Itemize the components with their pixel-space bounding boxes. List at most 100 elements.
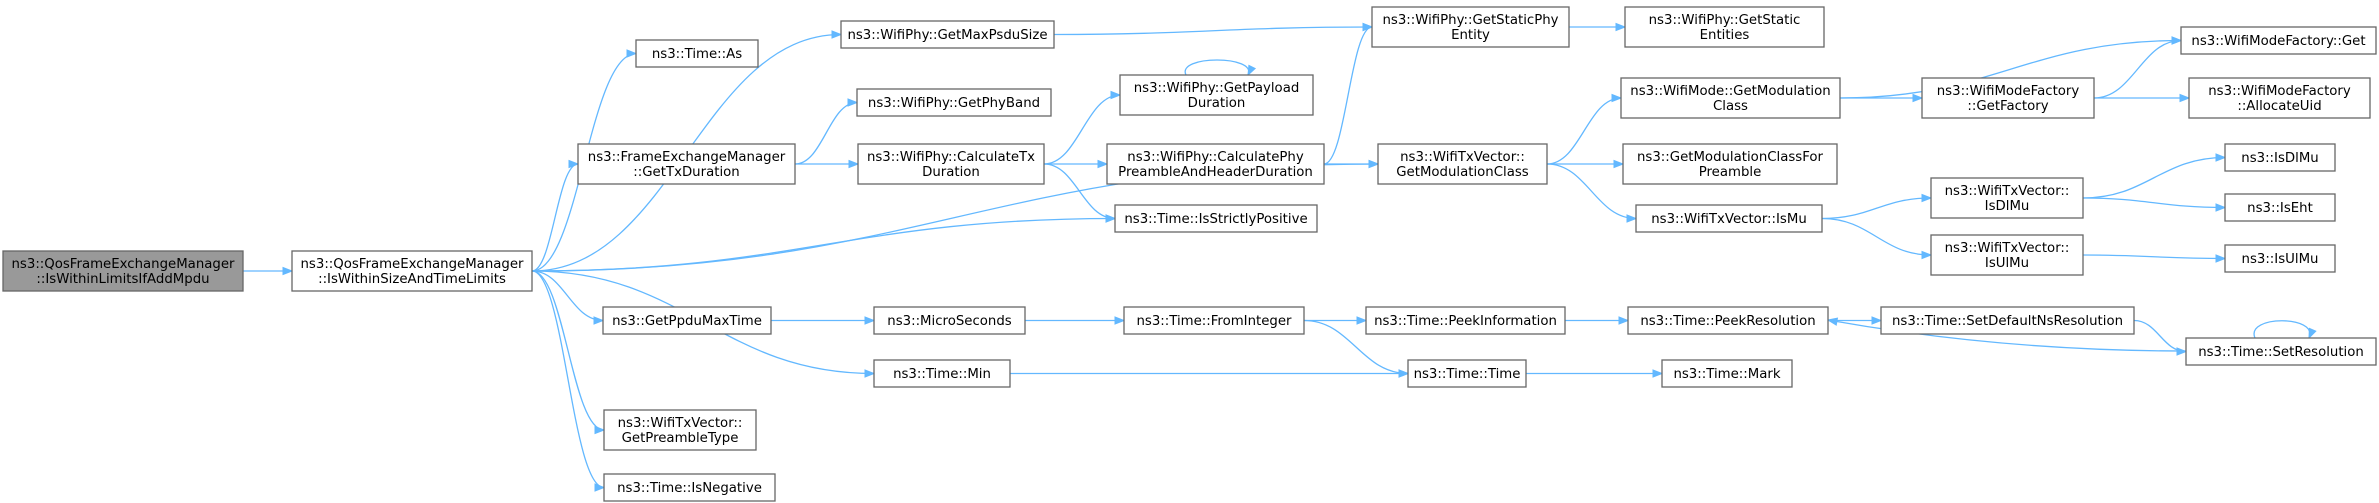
edge-peekRes-to-setDefault-arrowhead (1871, 316, 1883, 325)
node-calcPreamble-label-1: PreambleAndHeaderDuration (1118, 165, 1313, 180)
node-iwstl[interactable]: ns3::QosFrameExchangeManager::IsWithinSi… (291, 250, 533, 292)
node-modeGetMod-label-1: Class (1713, 99, 1748, 114)
edge-getModClass-to-isMu-arrowhead (1626, 214, 1638, 223)
node-peekRes-box (1627, 306, 1829, 335)
node-calcPreamble[interactable]: ns3::WifiPhy::CalculatePhyPreambleAndHea… (1106, 143, 1325, 185)
node-mark[interactable]: ns3::Time::Mark (1661, 359, 1793, 388)
node-calcTx-label-1: Duration (922, 165, 980, 180)
node-factGet-label-0: ns3::WifiModeFactory::Get (2191, 34, 2365, 49)
node-peekInfo[interactable]: ns3::Time::PeekInformation (1365, 306, 1566, 335)
node-setRes-box (2185, 337, 2377, 366)
node-allocUid[interactable]: ns3::WifiModeFactory::AllocateUid (2188, 77, 2371, 119)
edge-calcPreamble-to-getStaticPhy-arrowhead (1362, 22, 1374, 32)
node-isNeg[interactable]: ns3::Time::IsNegative (603, 473, 776, 502)
node-getPhyBand[interactable]: ns3::WifiPhy::GetPhyBand (856, 88, 1052, 117)
edge-fem-to-getPhyBand (794, 101, 858, 165)
node-txIsDlMu[interactable]: ns3::WifiTxVector::IsDlMu (1930, 177, 2084, 219)
node-timeMin-label-0: ns3::Time::Min (893, 367, 991, 382)
node-getPreamble[interactable]: ns3::WifiTxVector::GetPreambleType (603, 409, 757, 451)
node-isEht-box (2224, 193, 2336, 222)
node-getPhyBand-label-0: ns3::WifiPhy::GetPhyBand (868, 96, 1040, 111)
node-fem-label-1: ::GetTxDuration (633, 165, 739, 180)
edge-setDefault-to-setRes (2133, 319, 2187, 353)
node-fem-label-0: ns3::FrameExchangeManager (588, 150, 786, 165)
node-getMaxPsdu[interactable]: ns3::WifiPhy::GetMaxPsduSize (840, 20, 1055, 49)
node-isMu-box (1635, 204, 1823, 233)
edge-calcTx-to-isStrict (1043, 163, 1116, 220)
node-getModClass[interactable]: ns3::WifiTxVector::GetModulationClass (1377, 143, 1548, 185)
node-txIsUlMu-label-1: IsUlMu (1985, 256, 2029, 271)
node-getStaticPhy-label-1: Entity (1451, 28, 1490, 43)
node-factGet[interactable]: ns3::WifiModeFactory::Get (2180, 26, 2377, 55)
edge-iwstl-to-getPreamble-arrowhead (594, 425, 606, 435)
node-setRes[interactable]: ns3::Time::SetResolution (2185, 337, 2377, 366)
node-txIsUlMu[interactable]: ns3::WifiTxVector::IsUlMu (1930, 234, 2084, 276)
edge-root-to-iwstl-arrowhead (282, 266, 294, 276)
node-allocUid-box (2188, 77, 2371, 119)
node-txIsUlMu-box (1930, 234, 2084, 276)
edge-calcPreamble-to-getModClass-arrowhead (1368, 159, 1380, 169)
edge-getPpdu-to-micro-arrowhead (864, 316, 876, 325)
node-fem-box (577, 143, 796, 185)
node-timeAs[interactable]: ns3::Time::As (635, 39, 759, 68)
node-isDlMu[interactable]: ns3::IsDlMu (2224, 143, 2336, 172)
node-fromInt[interactable]: ns3::Time::FromInteger (1123, 306, 1305, 335)
node-isUlMu[interactable]: ns3::IsUlMu (2224, 244, 2336, 273)
node-getModClass-box (1377, 143, 1548, 185)
node-getPreamble-box (603, 409, 757, 451)
node-peekInfo-label-0: ns3::Time::PeekInformation (1374, 314, 1557, 329)
edge-iwstl-to-isNeg-arrowhead (594, 483, 606, 492)
node-getStaticPhyEnt-label-1: Entities (1700, 28, 1750, 43)
node-isMu-label-0: ns3::WifiTxVector::IsMu (1651, 212, 1807, 227)
edge-iwstl-to-getMaxPsdu-arrowhead (831, 30, 843, 39)
node-allocUid-label-0: ns3::WifiModeFactory (2208, 84, 2351, 99)
node-iwstl-label-1: ::IsWithinSizeAndTimeLimits (318, 272, 506, 287)
edge-getModClass-to-modeGetMod (1546, 97, 1622, 165)
node-txIsDlMu-box (1930, 177, 2084, 219)
node-root[interactable]: ns3::QosFrameExchangeManager::IsWithinLi… (2, 250, 244, 292)
node-getFactory[interactable]: ns3::WifiModeFactory::GetFactory (1921, 77, 2095, 119)
node-modeGetMod-label-0: ns3::WifiMode::GetModulation (1630, 84, 1830, 99)
edge-fem-to-calcTx-arrowhead (848, 159, 860, 169)
node-getFactory-box (1921, 77, 2095, 119)
edge-isMu-to-txIsDlMu-arrowhead (1921, 193, 1933, 203)
edge-getModClass-to-getModFor-arrowhead (1613, 159, 1625, 169)
node-modeGetMod[interactable]: ns3::WifiMode::GetModulationClass (1620, 77, 1841, 119)
node-isStrict[interactable]: ns3::Time::IsStrictlyPositive (1114, 204, 1318, 233)
node-micro[interactable]: ns3::MicroSeconds (873, 306, 1026, 335)
node-peekInfo-box (1365, 306, 1566, 335)
edge-txIsDlMu-to-isEht (2082, 197, 2226, 209)
node-mark-label-0: ns3::Time::Mark (1673, 367, 1780, 382)
node-getStaticPhy-label-0: ns3::WifiPhy::GetStaticPhy (1382, 13, 1558, 28)
node-timeMin[interactable]: ns3::Time::Min (873, 359, 1011, 388)
node-txIsDlMu-label-0: ns3::WifiTxVector:: (1945, 184, 2070, 199)
node-getPayload-box (1119, 74, 1314, 116)
node-peekRes[interactable]: ns3::Time::PeekResolution (1627, 306, 1829, 335)
node-getPpdu[interactable]: ns3::GetPpduMaxTime (602, 306, 772, 335)
node-isMu[interactable]: ns3::WifiTxVector::IsMu (1635, 204, 1823, 233)
node-timeTime[interactable]: ns3::Time::Time (1407, 359, 1527, 388)
edge-isMu-to-txIsUlMu-arrowhead (1921, 250, 1933, 260)
node-isNeg-box (603, 473, 776, 502)
edge-isMu-to-txIsDlMu (1821, 197, 1932, 220)
node-isEht[interactable]: ns3::IsEht (2224, 193, 2336, 222)
node-getMaxPsdu-label-0: ns3::WifiPhy::GetMaxPsduSize (847, 28, 1047, 43)
node-peekRes-label-0: ns3::Time::PeekResolution (1640, 314, 1815, 329)
node-getModClass-label-1: GetModulationClass (1396, 165, 1529, 180)
edge-calcTx-to-calcPreamble-arrowhead (1097, 159, 1109, 169)
edge-timeMin-to-timeTime-arrowhead (1398, 369, 1410, 378)
node-fem[interactable]: ns3::FrameExchangeManager::GetTxDuration (577, 143, 796, 185)
node-timeAs-label-0: ns3::Time::As (652, 47, 742, 62)
edge-txIsDlMu-to-isDlMu (2082, 156, 2226, 199)
node-txIsDlMu-label-1: IsDlMu (1985, 199, 2030, 214)
node-fromInt-label-0: ns3::Time::FromInteger (1136, 314, 1292, 329)
node-setDefault[interactable]: ns3::Time::SetDefaultNsResolution (1880, 306, 2135, 335)
edge-setRes-to-peekRes (1827, 319, 2187, 352)
call-graph-edges (242, 22, 2317, 492)
